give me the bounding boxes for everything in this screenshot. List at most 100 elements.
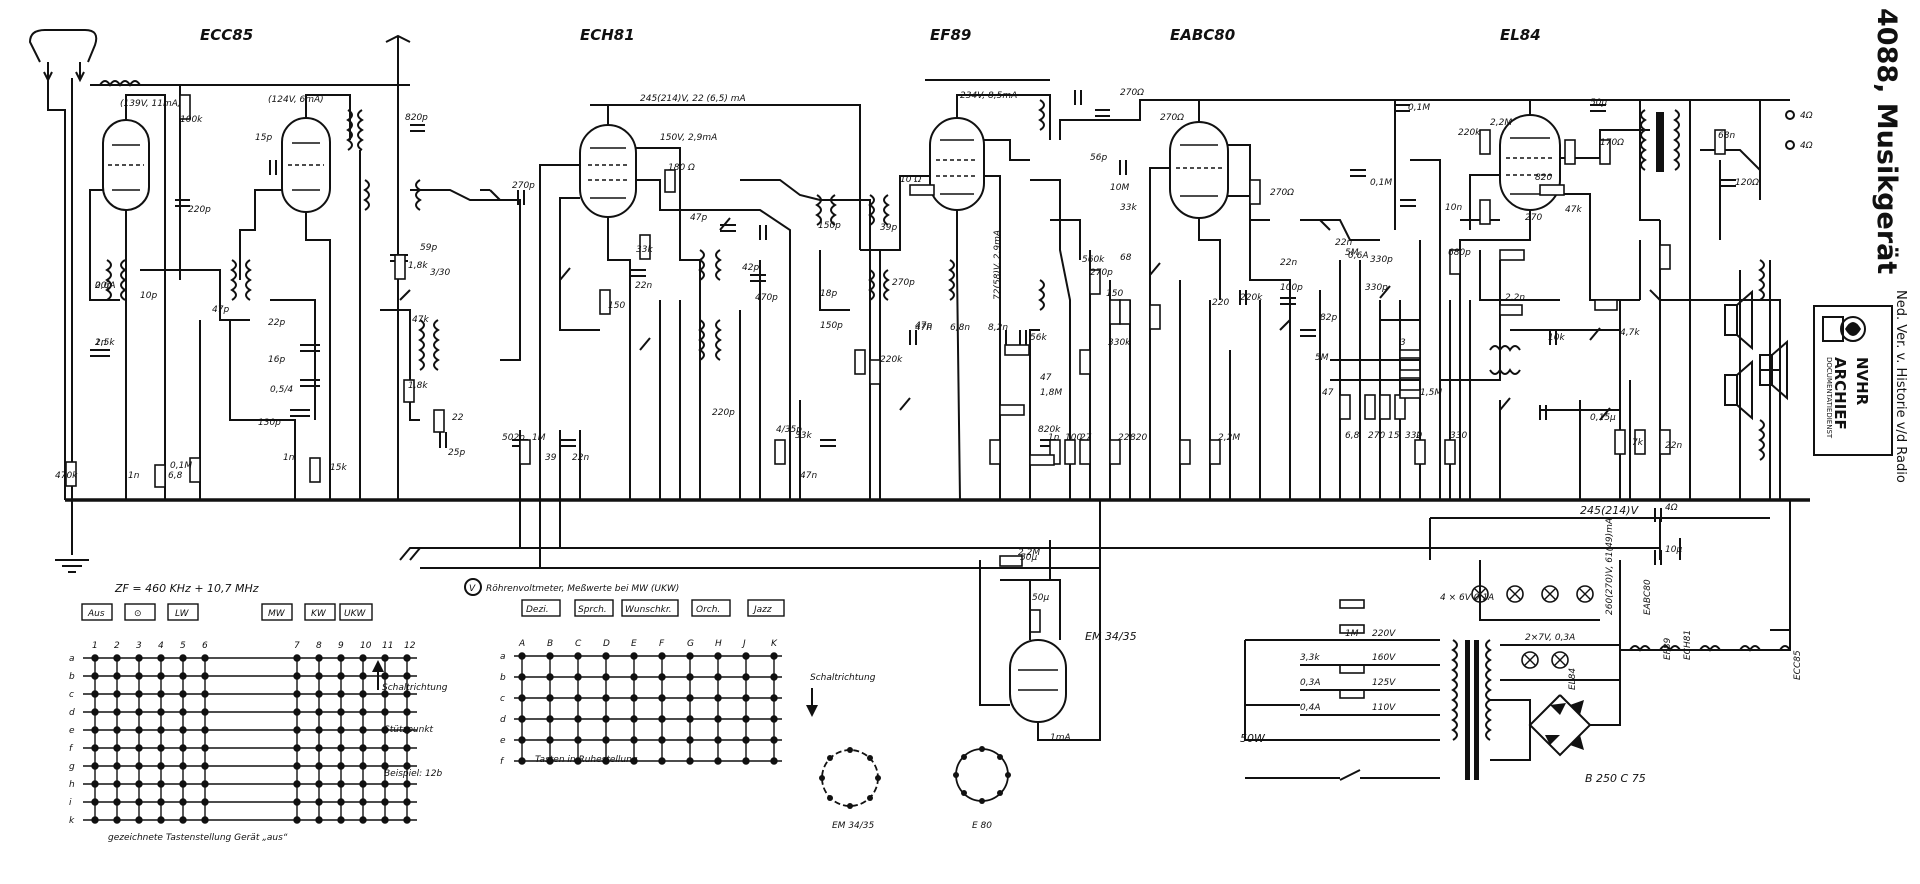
component-value: 470p xyxy=(755,293,778,303)
tube-label-ech81: ECH81 xyxy=(580,26,635,44)
tube-em34 xyxy=(979,560,1101,741)
lamp-spec-1: 4 × 6V 0,1A xyxy=(1440,593,1494,603)
key-jazz[interactable] xyxy=(747,599,785,617)
tone-row-label: c xyxy=(500,694,505,704)
band-column-label: 5 xyxy=(180,641,186,651)
key-orch[interactable] xyxy=(691,599,731,617)
component-value: 1,8k xyxy=(408,381,428,391)
tone-column-label: D xyxy=(603,639,610,649)
component-value: 50µ xyxy=(1032,593,1049,603)
component-value: 47n xyxy=(915,323,932,333)
coils xyxy=(99,80,1765,461)
ground-symbol xyxy=(55,500,89,573)
ech81-op-g2: 245(214)V, 22 (6,5) mA xyxy=(640,94,746,104)
key-phono-label: ⊙ xyxy=(134,609,142,619)
key-jazz-label: Jazz xyxy=(752,605,772,615)
key-mw[interactable] xyxy=(261,603,293,621)
component-value: 502p xyxy=(502,433,525,443)
tube-ecc85-b xyxy=(281,117,331,213)
component-value: 10p xyxy=(140,291,157,301)
tap-160: 160V xyxy=(1372,653,1396,663)
band-row-label: b xyxy=(69,672,75,682)
key-lw[interactable] xyxy=(167,603,199,621)
component-value: 47k xyxy=(1565,205,1582,215)
key-kw[interactable] xyxy=(304,603,336,621)
tone-column-label: H xyxy=(715,639,722,649)
component-value: 33k xyxy=(795,431,812,441)
tone-column-label: C xyxy=(575,639,582,649)
component-value: 3/30 xyxy=(430,268,450,278)
key-phono[interactable] xyxy=(124,603,156,621)
band-column-label: 3 xyxy=(136,641,142,651)
band-column-label: 4 xyxy=(158,641,164,651)
am-antenna xyxy=(385,34,411,85)
ht-spec: 260(270)V, 61(49)mA xyxy=(1605,518,1615,615)
component-value: 5M xyxy=(1315,353,1329,363)
component-value: 0,1M xyxy=(1408,103,1430,113)
tone-column-label: G xyxy=(687,639,694,649)
component-value: 220k xyxy=(880,355,903,365)
component-value: 820p xyxy=(405,113,428,123)
component-value: 22n xyxy=(572,453,589,463)
component-value: 220k xyxy=(1240,293,1263,303)
output-terminals: 4Ω 4Ω xyxy=(1785,110,1813,151)
component-value: 130p xyxy=(258,418,281,428)
band-row-label: d xyxy=(69,708,75,718)
tone-key-buttons: Dezi. Sprch. Wunschkr. Orch. Jazz xyxy=(521,599,785,617)
component-value: 1n xyxy=(95,338,107,348)
speakers xyxy=(1724,289,1788,421)
component-value: 10k xyxy=(1548,333,1565,343)
component-value: 100 xyxy=(1065,433,1082,443)
component-value: 1,5M xyxy=(1420,388,1442,398)
component-value: 2,5k xyxy=(95,338,115,348)
band-column-label: 9 xyxy=(338,641,344,651)
component-value: 2,2M xyxy=(1490,118,1512,128)
key-mw-label: MW xyxy=(268,609,286,619)
band-row-label: i xyxy=(69,798,72,808)
band-column-label: 7 xyxy=(294,641,300,651)
example-note: Beispiel: 12b xyxy=(384,769,442,779)
component-value: 270p xyxy=(892,278,915,288)
key-sprch[interactable] xyxy=(574,599,614,617)
dipole-antenna xyxy=(28,29,98,83)
component-value: 22n xyxy=(1665,441,1682,451)
ef89-op-g2: 72(58)V, 2,9mA xyxy=(993,230,1003,300)
component-value: 4Ω xyxy=(1665,503,1678,513)
component-value: 27 xyxy=(1080,433,1092,443)
direction-arrow-2 xyxy=(806,688,818,717)
component-value: 0,3A xyxy=(1300,678,1320,688)
component-value: 680p xyxy=(1448,248,1471,258)
rectifier-label: B 250 C 75 xyxy=(1585,772,1646,785)
component-value: 82p xyxy=(1320,313,1337,323)
key-aus-label: Aus xyxy=(87,609,105,619)
component-value: 47 xyxy=(1040,373,1052,383)
component-value: 220p xyxy=(188,205,211,215)
em34-current: 1mA xyxy=(1050,733,1071,743)
band-key-buttons: Aus ⊙ LW MW KW UKW xyxy=(81,603,373,621)
tone-column-label: A xyxy=(518,639,525,649)
component-value: 3,3k xyxy=(1300,653,1320,663)
tube-label-ef89: EF89 xyxy=(930,26,971,44)
tone-row-label: f xyxy=(500,757,505,767)
ecc85-op-b: (124V, 6mA) xyxy=(268,95,324,105)
component-value: 1,8M xyxy=(1040,388,1062,398)
band-row-label: a xyxy=(69,654,75,664)
component-value: 1M xyxy=(1345,629,1359,639)
component-value: 42p xyxy=(742,263,759,273)
component-value: 150p xyxy=(820,321,843,331)
component-value: 20p xyxy=(95,281,112,291)
organization-text: Ned. Ver. v. Historie v/d Radio xyxy=(1893,290,1908,483)
component-value: 47 xyxy=(1322,388,1334,398)
key-wunschkr[interactable] xyxy=(621,599,679,617)
component-value: 270Ω xyxy=(1160,113,1184,123)
archive-stamp: ARCHIEF DOCUMENTATIEDIENST NVHR xyxy=(1813,305,1893,456)
band-row-label: f xyxy=(69,744,74,754)
component-value: 5M xyxy=(1345,248,1359,258)
key-aus[interactable] xyxy=(81,603,113,621)
component-value: 0,1M xyxy=(1370,178,1392,188)
component-value: 22p xyxy=(268,318,285,328)
key-dezi[interactable] xyxy=(521,599,561,617)
resting-note: Tasten in Ruhestellung xyxy=(535,755,638,765)
key-ukw[interactable] xyxy=(339,603,373,621)
